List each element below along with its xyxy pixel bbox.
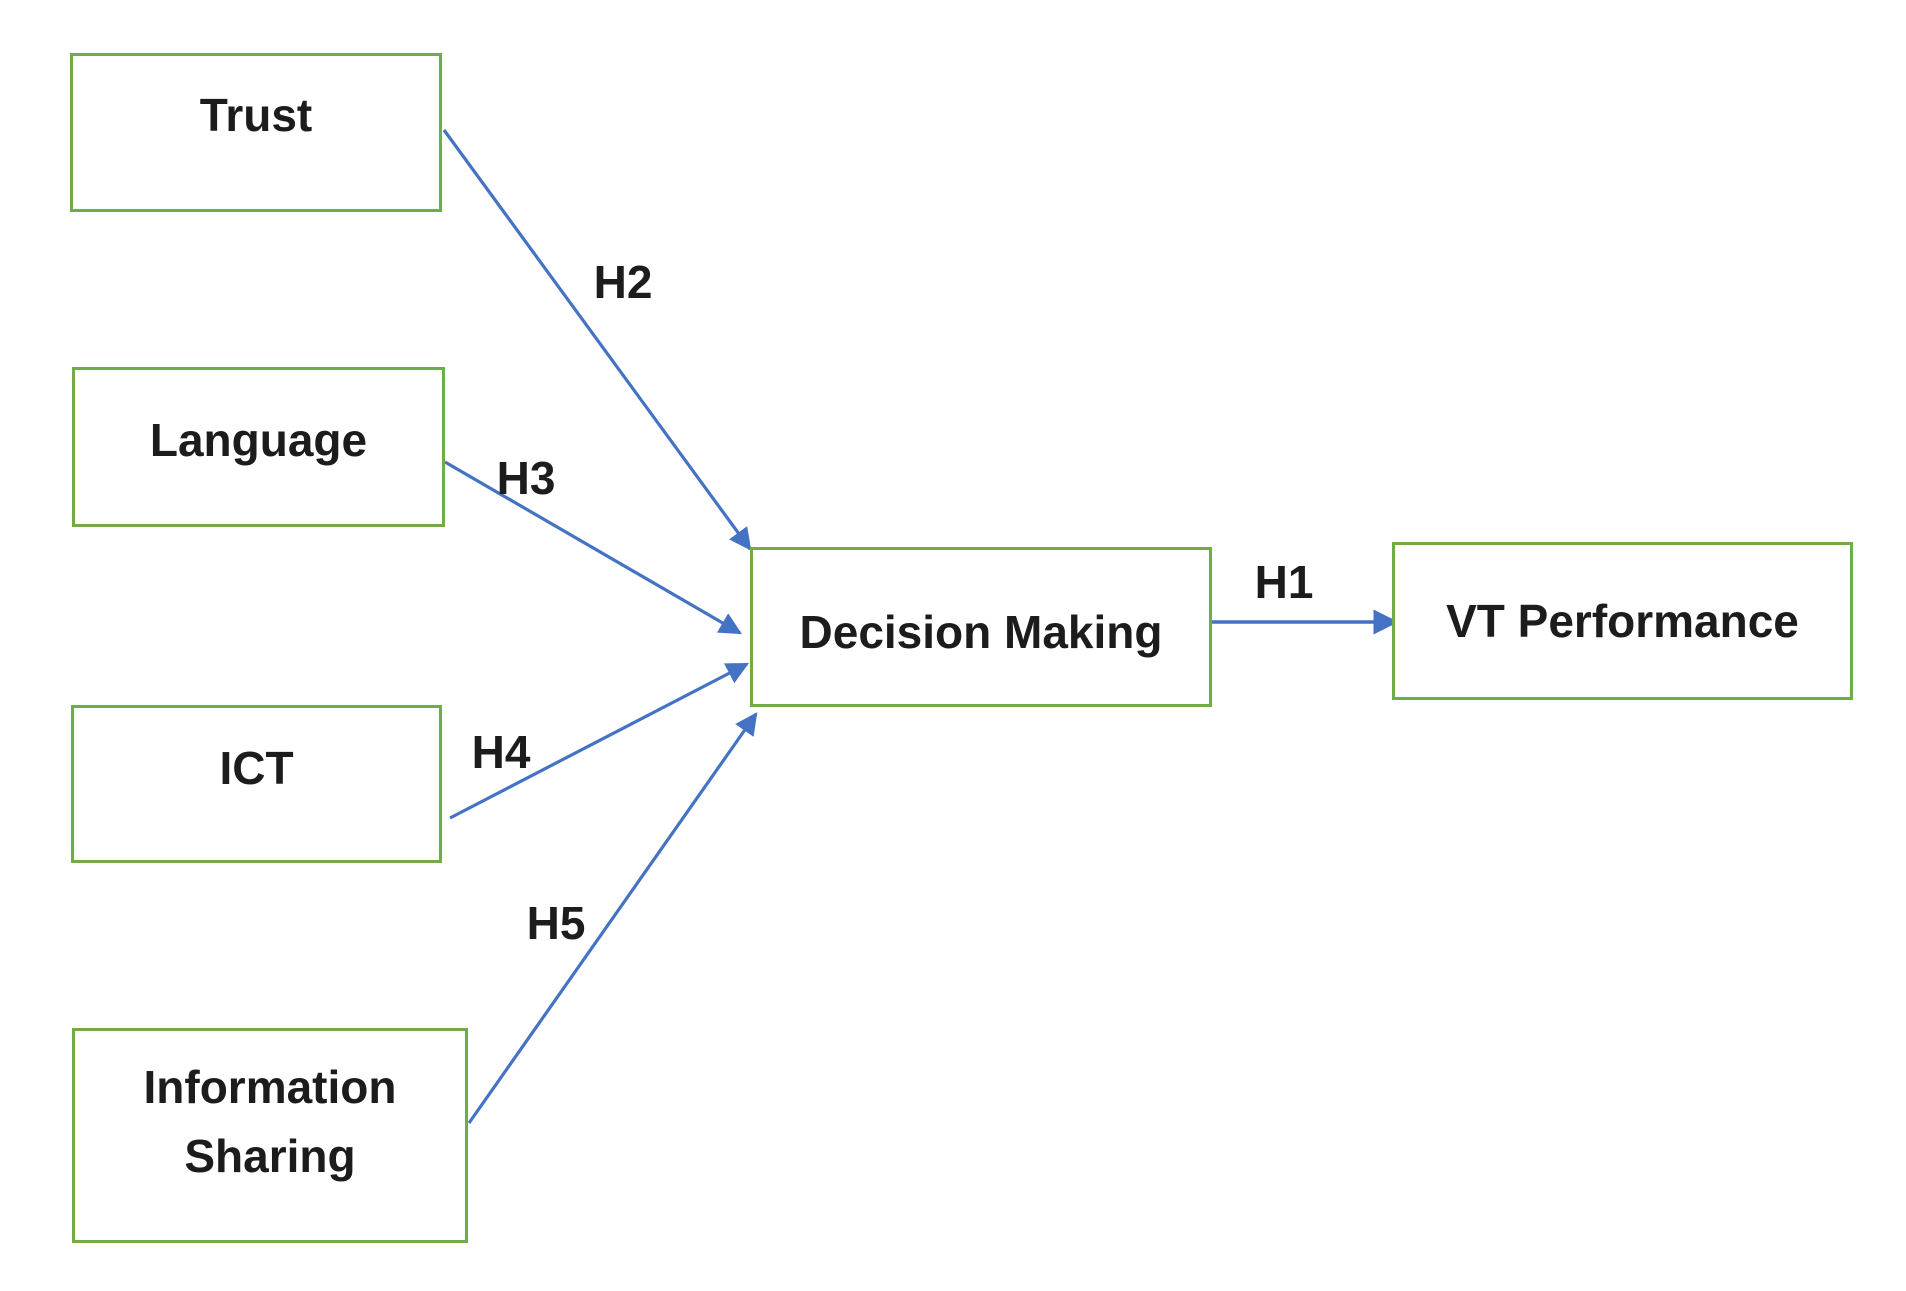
node-ict: ICT xyxy=(71,705,442,863)
edge-label-h5: H5 xyxy=(526,897,586,949)
node-decision-making: Decision Making xyxy=(750,547,1212,707)
node-information-sharing-label-line2: Sharing xyxy=(184,1130,356,1182)
node-information-sharing: Information Sharing xyxy=(72,1028,468,1243)
node-decision-making-label: Decision Making xyxy=(799,605,1163,658)
arrow-h5 xyxy=(467,712,758,1124)
node-language-label: Language xyxy=(149,413,368,466)
node-language: Language xyxy=(72,367,445,527)
edge-label-h3: H3 xyxy=(496,452,556,504)
edge-label-h1: H1 xyxy=(1254,556,1314,608)
arrow-h2 xyxy=(442,129,752,551)
node-vt-performance: VT Performance xyxy=(1392,542,1853,700)
edge-label-h2: H2 xyxy=(593,256,653,308)
node-trust: Trust xyxy=(70,53,442,212)
edge-label-h4: H4 xyxy=(471,726,531,778)
arrow-h4 xyxy=(449,662,749,820)
arrow-h3 xyxy=(444,460,742,635)
node-information-sharing-label-line1: Information xyxy=(143,1061,397,1113)
node-ict-label: ICT xyxy=(219,741,294,794)
node-trust-label: Trust xyxy=(199,88,313,141)
node-vt-performance-label: VT Performance xyxy=(1446,594,1799,647)
